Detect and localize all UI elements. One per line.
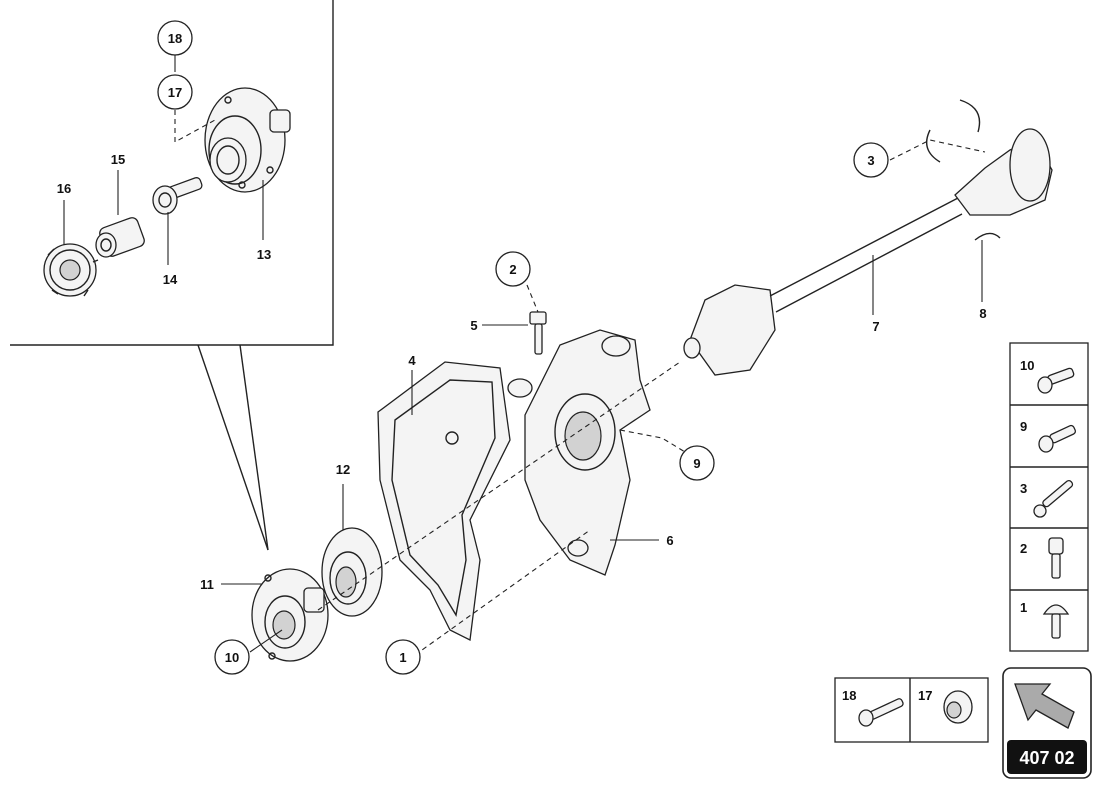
label-8: 8: [979, 306, 986, 321]
long-bolt-icon: [858, 698, 904, 727]
callout-10: 10: [225, 650, 239, 665]
next-page-arrow[interactable]: 407 02: [1002, 667, 1092, 779]
legend-item-10-num: 10: [1020, 358, 1034, 373]
callout-1-circle: [385, 639, 421, 675]
wheel-bearing-part: [321, 527, 383, 617]
callout-2: 2: [509, 262, 516, 277]
tone-wheel-part: [43, 243, 99, 297]
label-14: 14: [163, 272, 178, 287]
speed-sensor-part: [529, 311, 547, 355]
label-7: 7: [872, 319, 879, 334]
snap-ring-part: [926, 129, 941, 163]
callout-9-circle: [679, 445, 715, 481]
arrow-up-left-icon: [1014, 683, 1075, 729]
hub-flange-part: [251, 568, 329, 662]
callout-1: 1: [399, 650, 406, 665]
fastener-legend: 10 9 3 2 1: [1009, 342, 1089, 652]
hub-nut-part: [95, 217, 145, 258]
page-reference: 407 02: [1019, 748, 1074, 768]
callout-3: 3: [867, 153, 874, 168]
callout-2-circle: [495, 251, 531, 287]
bushing-icon: [943, 690, 973, 724]
callout-17: 17: [168, 85, 182, 100]
drive-shaft-part: [683, 128, 1053, 376]
legend-item-18-num: 18: [842, 688, 856, 703]
legend-item-9-num: 9: [1020, 419, 1027, 434]
socket-screw-icon: [1048, 537, 1064, 579]
callout-9: 9: [693, 456, 700, 471]
flange-bolt-part: [152, 177, 203, 215]
legend-item-3-num: 3: [1020, 481, 1027, 496]
callout-3-circle: [853, 142, 889, 178]
wheel-carrier-part: [507, 329, 651, 576]
label-15: 15: [111, 152, 125, 167]
legend-item-1-num: 1: [1020, 600, 1027, 615]
button-screw-icon: [1042, 604, 1070, 639]
flange-bolt-icon: [1038, 424, 1077, 453]
callout-18-circle: [157, 20, 193, 56]
label-5: 5: [470, 318, 477, 333]
legend-item-2-num: 2: [1020, 541, 1027, 556]
callout-18: 18: [168, 31, 182, 46]
brake-shield-part: [377, 361, 511, 641]
clip-part: [974, 232, 1001, 241]
label-4: 4: [408, 353, 416, 368]
label-12: 12: [336, 462, 350, 477]
kit-legend: 18 17: [834, 677, 989, 743]
label-13: 13: [257, 247, 271, 262]
legend-item-17-num: 17: [918, 688, 932, 703]
circlip-part: [959, 99, 981, 133]
label-6: 6: [666, 533, 673, 548]
label-16: 16: [57, 181, 71, 196]
callout-10-circle: [214, 639, 250, 675]
wheel-hub-detail-part: [204, 87, 291, 193]
label-11: 11: [200, 577, 214, 592]
flange-bolt-icon: [1037, 367, 1075, 394]
detail-inset: [10, 0, 334, 551]
callout-17-circle: [157, 74, 193, 110]
long-bolt-icon: [1033, 479, 1074, 518]
